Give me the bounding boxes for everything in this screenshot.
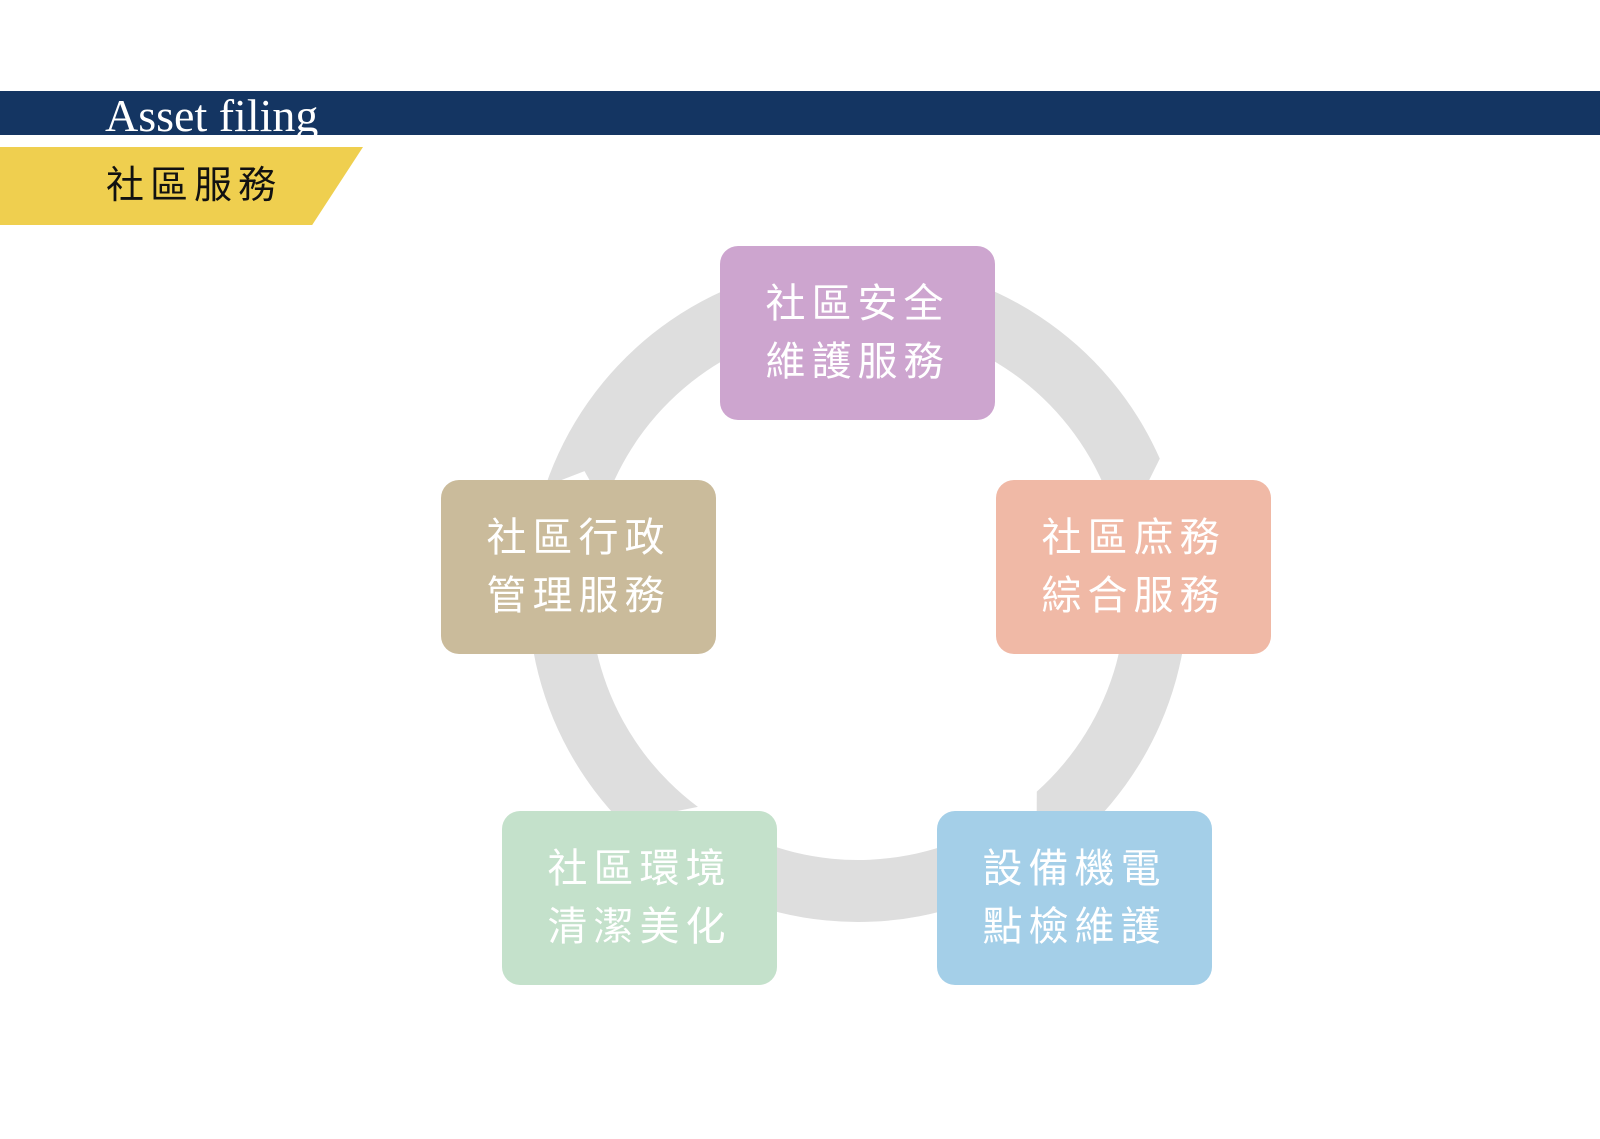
- node-label: 社區庶務 綜合服務: [1041, 515, 1226, 619]
- header-title: Asset filing: [105, 91, 319, 136]
- node-equipment-maintenance: 設備機電 點檢維護: [937, 811, 1212, 985]
- node-administration-management: 社區行政 管理服務: [441, 480, 716, 654]
- node-community-security: 社區安全 維護服務: [720, 246, 995, 420]
- node-environment-cleaning: 社區環境 清潔美化: [502, 811, 777, 985]
- node-label: 社區行政 管理服務: [486, 515, 671, 619]
- node-label: 社區環境 清潔美化: [547, 846, 732, 950]
- node-label: 社區安全 維護服務: [765, 281, 950, 385]
- section-title: 社區服務: [106, 163, 283, 207]
- node-label: 設備機電 點檢維護: [982, 846, 1167, 950]
- header-bar: Asset filing: [0, 91, 1600, 135]
- section-tab: 社區服務: [0, 147, 363, 225]
- node-community-affairs: 社區庶務 綜合服務: [996, 480, 1271, 654]
